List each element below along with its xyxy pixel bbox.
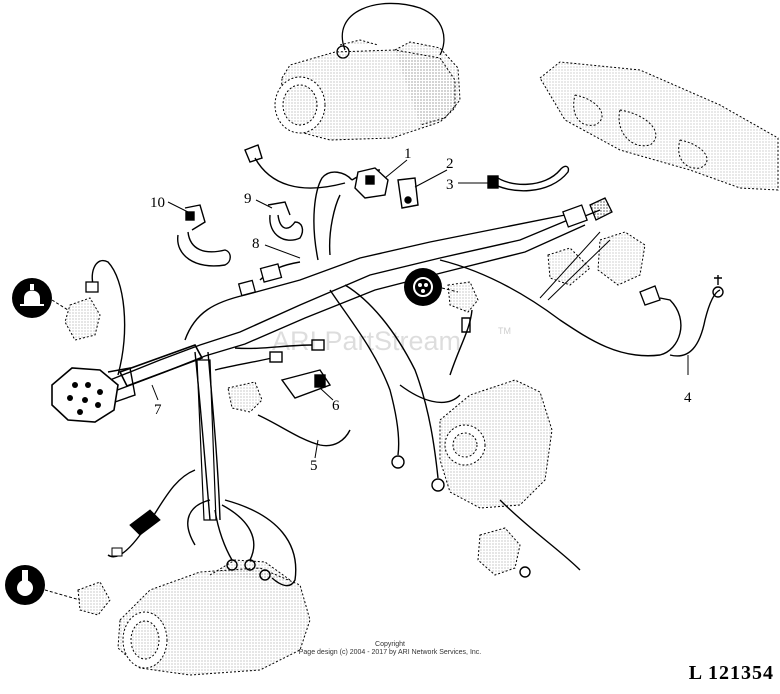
component-10-clamp xyxy=(177,204,231,267)
callout-3: 3 xyxy=(446,177,454,193)
alternator-illustration xyxy=(439,379,553,576)
callout-2: 2 xyxy=(446,156,454,172)
inline-fuse-holder xyxy=(111,509,161,557)
harness-sleeve xyxy=(118,344,204,388)
watermark: ARI PartStream xyxy=(272,326,461,356)
motor-ground-lead xyxy=(341,2,445,56)
component-3-cable-strap xyxy=(487,165,570,192)
switch-housing-illustration xyxy=(547,231,646,286)
component-2-clip xyxy=(397,177,419,209)
component-6-module xyxy=(269,339,332,399)
warning-lamp-icon xyxy=(404,268,459,306)
motor-ground-terminal xyxy=(336,45,350,59)
harness-sleeve-vertical xyxy=(196,359,217,521)
sender-connector-left xyxy=(85,281,99,293)
sender-parts-illustration xyxy=(64,281,479,616)
callout-8: 8 xyxy=(252,236,260,252)
callout-1: 1 xyxy=(404,146,412,162)
oil-pressure-sender-icon xyxy=(12,278,69,318)
copyright-line-2: Page design (c) 2004 - 2017 by ARI Netwo… xyxy=(298,649,482,656)
component-8-connector xyxy=(237,263,283,297)
ring-terminals xyxy=(226,144,724,581)
starter-motor-illustration xyxy=(117,559,311,676)
main-harness xyxy=(91,157,721,587)
harness-right-connector xyxy=(562,197,613,228)
callout-9: 9 xyxy=(244,191,252,207)
callout-5: 5 xyxy=(310,458,318,474)
component-4-connector xyxy=(639,285,661,306)
component-9-clamp xyxy=(267,201,304,241)
callout-6: 6 xyxy=(332,398,340,414)
harness-main-connector xyxy=(51,367,136,423)
callout-7: 7 xyxy=(154,402,162,418)
watermark-tm: TM xyxy=(498,326,511,336)
copyright-line-1: Copyright xyxy=(375,641,405,648)
leader-lines xyxy=(151,159,689,459)
upper-motor-illustration xyxy=(274,39,461,141)
callout-4: 4 xyxy=(684,390,692,406)
temperature-sender-icon xyxy=(5,565,81,605)
callout-10: 10 xyxy=(150,195,165,211)
figure-id: L 121354 xyxy=(688,662,774,684)
dash-panel-illustration xyxy=(539,61,779,191)
component-1-resistor-bracket xyxy=(354,167,389,199)
